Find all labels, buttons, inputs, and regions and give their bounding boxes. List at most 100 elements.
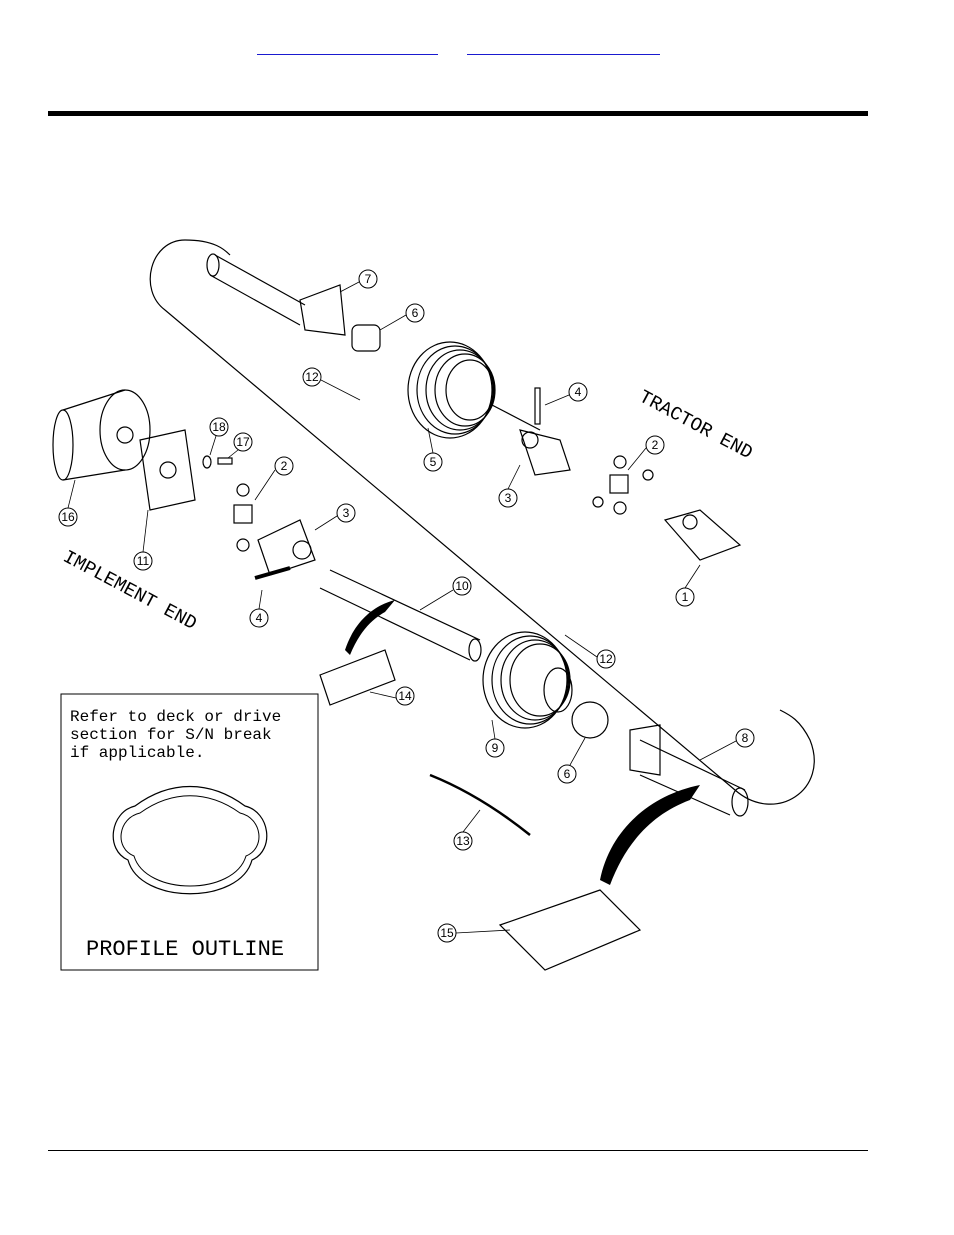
profile-note-box bbox=[60, 693, 319, 971]
callout-7: 7 bbox=[365, 272, 372, 286]
callout-11: 11 bbox=[137, 554, 150, 568]
header-link-1[interactable] bbox=[257, 40, 438, 55]
leader-13 bbox=[462, 809, 481, 833]
callout-13: 13 bbox=[456, 834, 470, 848]
callout-2-implement: 2 bbox=[281, 459, 288, 473]
footer-rule bbox=[48, 1150, 868, 1151]
decal-14 bbox=[319, 649, 396, 706]
callout-circle-17 bbox=[233, 432, 253, 452]
leader-8 bbox=[699, 740, 737, 761]
callout-circle-6-lower bbox=[557, 764, 577, 784]
decal-14-arrow bbox=[345, 600, 395, 655]
header-link-2[interactable] bbox=[467, 40, 660, 55]
callout-3-implement: 3 bbox=[343, 506, 350, 520]
inner-tube-10 bbox=[319, 569, 481, 661]
callout-9: 9 bbox=[492, 741, 499, 755]
assembly-outline bbox=[149, 239, 815, 805]
header-rule bbox=[48, 111, 868, 116]
cross-cap-right bbox=[642, 469, 654, 481]
callout-8: 8 bbox=[742, 731, 749, 745]
leader-18 bbox=[209, 435, 217, 456]
callout-15: 15 bbox=[440, 926, 454, 940]
callout-circle-7 bbox=[358, 269, 378, 289]
profile-outline-inner bbox=[120, 795, 260, 887]
decal-15 bbox=[498, 889, 642, 971]
bolt-17 bbox=[217, 457, 233, 465]
leader-17 bbox=[227, 449, 239, 459]
inner-tube-end bbox=[468, 638, 482, 662]
bearing-6-lower bbox=[571, 701, 609, 739]
callout-18: 18 bbox=[212, 420, 226, 434]
cross-implement-cap-bottom bbox=[236, 538, 250, 552]
leader-14 bbox=[369, 691, 397, 699]
adapter-plate-bore bbox=[159, 461, 177, 479]
leader-16 bbox=[67, 479, 76, 509]
tractor-tube bbox=[209, 254, 306, 326]
leader-6-lower bbox=[569, 737, 586, 766]
tractor-yoke-1 bbox=[663, 509, 742, 561]
pin-4-top bbox=[534, 387, 541, 425]
leader-15 bbox=[455, 929, 511, 934]
callout-5: 5 bbox=[430, 455, 437, 469]
leader-12-top bbox=[320, 379, 361, 401]
callout-4-top: 4 bbox=[575, 385, 582, 399]
assembly-outline-cap bbox=[184, 239, 231, 256]
cross-2-implement bbox=[233, 504, 253, 524]
adapter-plate-11 bbox=[139, 429, 196, 511]
callout-circle-12-top bbox=[302, 367, 322, 387]
leader-4-top bbox=[544, 394, 570, 406]
callout-4-implement: 4 bbox=[256, 611, 263, 625]
leader-4-implement bbox=[258, 589, 263, 610]
yoke-3-top-bore bbox=[521, 431, 539, 449]
leader-3-implement bbox=[314, 515, 338, 531]
leader-1 bbox=[684, 564, 701, 589]
cross-2-top bbox=[609, 474, 629, 494]
pin-4-implement bbox=[254, 566, 291, 580]
cross-cap-bottom bbox=[613, 501, 627, 515]
outer-tube-end bbox=[731, 787, 749, 817]
note-line-3: if applicable. bbox=[70, 744, 204, 762]
shield-cone-7 bbox=[299, 284, 346, 336]
note-line-2: section for S/N break bbox=[70, 726, 272, 744]
leader-7 bbox=[339, 281, 360, 293]
bellows-9 bbox=[482, 631, 573, 729]
callout-circle-6-top bbox=[405, 303, 425, 323]
callout-12-top: 12 bbox=[305, 370, 319, 384]
washer-18 bbox=[202, 455, 212, 469]
bellows-5 bbox=[407, 341, 496, 439]
bearing-6-top bbox=[351, 324, 381, 352]
callout-12-lower: 12 bbox=[599, 652, 613, 666]
leader-9 bbox=[491, 719, 496, 740]
shield-cone-lower bbox=[629, 724, 661, 776]
center-shaft bbox=[491, 404, 541, 431]
yoke-3-top bbox=[519, 429, 571, 476]
cross-cap-top bbox=[613, 455, 627, 469]
callout-3-top: 3 bbox=[505, 491, 512, 505]
leader-11 bbox=[142, 509, 149, 553]
leader-5 bbox=[427, 427, 434, 454]
callout-circle-2-implement bbox=[274, 456, 294, 476]
leader-12-lower bbox=[564, 634, 598, 658]
callout-circle-8 bbox=[735, 728, 755, 748]
callout-14: 14 bbox=[398, 689, 412, 703]
leader-10 bbox=[419, 589, 454, 611]
callout-circle-4-top bbox=[568, 382, 588, 402]
callout-6-top: 6 bbox=[412, 306, 419, 320]
note-line-1: Refer to deck or drive bbox=[70, 708, 281, 726]
cross-implement-cap-top bbox=[236, 483, 250, 497]
implement-end-label: IMPLEMENT END bbox=[59, 546, 200, 635]
leader-2-top bbox=[627, 447, 647, 471]
callout-circle-14 bbox=[395, 686, 415, 706]
leader-3-top bbox=[507, 464, 521, 490]
callout-17: 17 bbox=[236, 435, 250, 449]
tractor-yoke-bore bbox=[682, 514, 698, 530]
callout-circle-3-implement bbox=[336, 503, 356, 523]
callout-16: 16 bbox=[61, 510, 75, 524]
leader-6-top bbox=[379, 314, 407, 331]
tractor-tube-end bbox=[206, 253, 220, 277]
profile-outline-caption: PROFILE OUTLINE bbox=[86, 937, 284, 962]
yoke-3-implement-bore bbox=[292, 540, 312, 560]
chain-13 bbox=[429, 773, 531, 836]
callout-10: 10 bbox=[455, 579, 469, 593]
